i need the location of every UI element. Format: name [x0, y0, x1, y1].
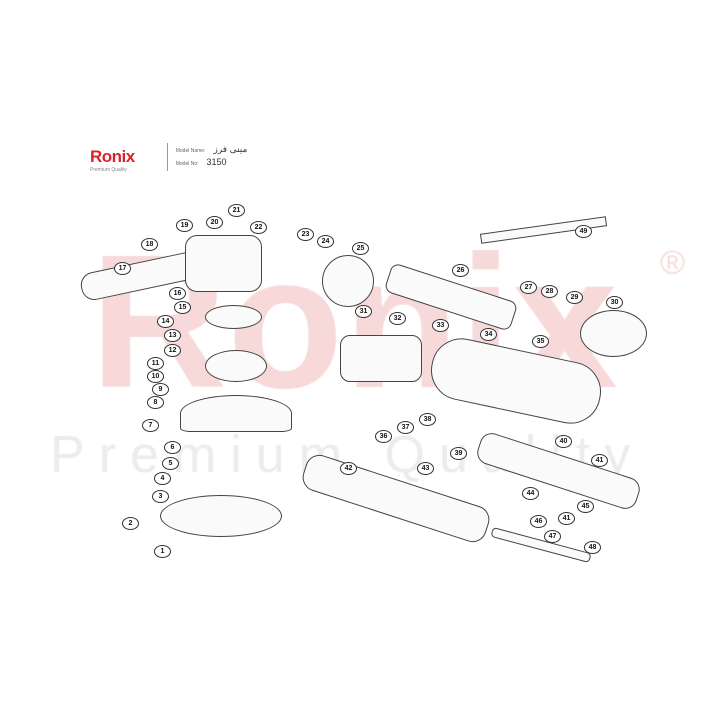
part-label: 43	[417, 462, 434, 475]
part-label: 8	[147, 396, 164, 409]
part-label: 3	[152, 490, 169, 503]
flange	[205, 350, 267, 382]
part-label: 37	[397, 421, 414, 434]
gear-housing	[185, 235, 262, 292]
part-label: 49	[575, 225, 592, 238]
part-label: 34	[480, 328, 497, 341]
model-no-label: Model No:	[175, 161, 199, 167]
part-label: 32	[389, 312, 406, 325]
part-label: 19	[176, 219, 193, 232]
part-label: 28	[541, 285, 558, 298]
part-label: 9	[152, 383, 169, 396]
part-label: 45	[577, 500, 594, 513]
bevel-gear	[205, 305, 262, 329]
part-label: 4	[154, 472, 171, 485]
part-label: 41	[591, 454, 608, 467]
part-label: 21	[228, 204, 245, 217]
part-label: 22	[250, 221, 267, 234]
part-label: 40	[555, 435, 572, 448]
brand-logo: Ronix	[90, 147, 135, 166]
header: Ronix Premium Quality Model Name: مینی فر…	[90, 142, 248, 173]
divider	[166, 143, 168, 171]
part-label: 18	[141, 238, 158, 251]
part-label: 36	[375, 430, 392, 443]
part-label: 48	[584, 541, 601, 554]
part-label: 25	[352, 242, 369, 255]
part-label: 47	[544, 530, 561, 543]
part-label: 24	[317, 235, 334, 248]
part-label: 5	[162, 457, 179, 470]
part-label: 23	[297, 228, 314, 241]
part-label: 39	[450, 447, 467, 460]
part-label: 12	[164, 344, 181, 357]
part-label: 20	[206, 216, 223, 229]
part-label: 1	[154, 545, 171, 558]
model-name: مینی فرز	[213, 144, 248, 154]
rear-cap	[580, 310, 647, 357]
part-label: 38	[419, 413, 436, 426]
part-label: 42	[340, 462, 357, 475]
disc	[160, 495, 282, 537]
part-label: 11	[147, 357, 164, 370]
part-label: 26	[452, 264, 469, 277]
brand-tagline: Premium Quality	[90, 167, 127, 173]
part-label: 15	[174, 301, 191, 314]
part-label: 31	[355, 305, 372, 318]
part-label: 27	[520, 281, 537, 294]
part-label: 13	[164, 329, 181, 342]
part-label: 41	[558, 512, 575, 525]
part-label: 16	[169, 287, 186, 300]
part-label: 46	[530, 515, 547, 528]
part-label: 44	[522, 487, 539, 500]
part-label: 30	[606, 296, 623, 309]
part-label: 7	[142, 419, 159, 432]
part-label: 6	[164, 441, 181, 454]
model-no: 3150	[206, 157, 227, 167]
fan	[322, 255, 374, 307]
part-label: 14	[157, 315, 174, 328]
part-label: 10	[147, 370, 164, 383]
part-label: 35	[532, 335, 549, 348]
stator	[340, 335, 422, 382]
part-label: 17	[114, 262, 131, 275]
model-name-label: Model Name:	[175, 148, 206, 154]
part-label: 29	[566, 291, 583, 304]
part-label: 33	[432, 319, 449, 332]
part-label: 2	[122, 517, 139, 530]
wheel-guard	[180, 395, 292, 432]
